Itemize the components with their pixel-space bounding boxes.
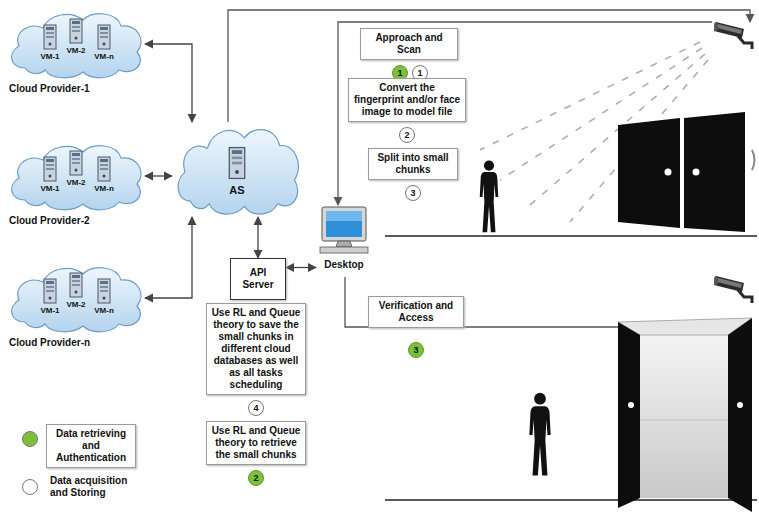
virtual-machine: VM-n xyxy=(91,278,117,322)
step-number-text: 3 xyxy=(410,188,415,198)
label: Convert the fingerprint and/or face imag… xyxy=(353,82,461,118)
label: Verification and Access xyxy=(373,300,459,324)
signal-lines xyxy=(228,10,750,346)
cloud-provider: Cloud Provider-1VM-1VM-2VM-n xyxy=(5,8,145,80)
connector-arrow xyxy=(257,217,258,258)
label: Use RL and Queue theory to save the smal… xyxy=(211,307,301,391)
provider-name: Cloud Provider-1 xyxy=(9,83,90,94)
step-box: Verification and Access xyxy=(368,296,464,328)
vm-name: VM-n xyxy=(91,306,117,315)
provider-name: Cloud Provider-2 xyxy=(9,215,90,226)
label: Split into small chunks xyxy=(373,152,453,176)
label: Use RL and Queue theory to retrieve the … xyxy=(211,425,301,461)
computer-icon xyxy=(316,205,372,255)
step-number-text: 1 xyxy=(417,68,422,78)
closed-door xyxy=(618,112,755,232)
legend-text: Data retrieving and Authentication xyxy=(46,424,136,468)
vm-name: VM-2 xyxy=(63,300,89,309)
vm-name: VM-n xyxy=(91,184,117,193)
connector-arrow xyxy=(145,175,172,176)
virtual-machine: VM-2 xyxy=(63,150,89,194)
step-number: 2 xyxy=(248,470,264,486)
server-icon xyxy=(43,278,57,304)
server-icon xyxy=(43,156,57,182)
step-box: Split into small chunks xyxy=(368,148,458,180)
step-number-text: 3 xyxy=(413,345,418,355)
step-number-text: 2 xyxy=(253,473,258,483)
vm-name: VM-2 xyxy=(63,46,89,55)
person xyxy=(480,160,551,475)
virtual-machine: VM-n xyxy=(91,24,117,68)
server-icon xyxy=(69,150,83,176)
open-door xyxy=(618,318,752,512)
virtual-machine: VM-2 xyxy=(63,18,89,62)
floor-lines xyxy=(385,236,757,500)
step-number: 3 xyxy=(408,342,424,358)
provider-name: Cloud Provider-n xyxy=(9,337,90,348)
label: API Server xyxy=(235,267,281,291)
label: Approach and Scan xyxy=(365,32,453,56)
connector-arrow xyxy=(145,217,192,298)
computer-name: Desktop xyxy=(316,259,372,270)
server-icon xyxy=(97,156,111,182)
cloud-provider: Cloud Provider-nVM-1VM-2VM-n xyxy=(5,262,145,334)
step-number-text: 2 xyxy=(404,130,409,140)
step-number: 4 xyxy=(248,400,264,416)
server-icon xyxy=(69,272,83,298)
cloud-provider: Cloud Provider-2VM-1VM-2VM-n xyxy=(5,140,145,212)
step-box: Use RL and Queue theory to save the smal… xyxy=(206,303,306,395)
step-box: Convert the fingerprint and/or face imag… xyxy=(348,78,466,122)
legend-swatch xyxy=(22,479,38,495)
vm-name: VM-2 xyxy=(63,178,89,187)
camera xyxy=(714,22,752,303)
virtual-machine: VM-n xyxy=(91,156,117,200)
server-icon xyxy=(97,24,111,50)
legend-text: Data acquisition and Storing xyxy=(46,472,136,502)
step-number-text: 4 xyxy=(253,403,258,413)
step-box: Use RL and Queue theory to retrieve the … xyxy=(206,421,306,465)
vm-name: VM-1 xyxy=(37,52,63,61)
vm-name: VM-1 xyxy=(37,306,63,315)
api-server-box: API Server xyxy=(230,258,286,300)
virtual-machine: VM-1 xyxy=(37,278,63,322)
vm-name: VM-1 xyxy=(37,184,63,193)
server-name: AS xyxy=(172,184,302,196)
server-icon xyxy=(43,24,57,50)
virtual-machine: VM-1 xyxy=(37,156,63,200)
vm-name: VM-n xyxy=(91,52,117,61)
virtual-machine: VM-2 xyxy=(63,272,89,316)
auth-server-cloud: AS xyxy=(172,122,302,217)
desktop-computer: Desktop xyxy=(316,205,372,277)
virtual-machine: VM-1 xyxy=(37,24,63,68)
step-number: 3 xyxy=(405,185,421,201)
legend-swatch xyxy=(22,431,38,447)
server-icon xyxy=(97,278,111,304)
connector-arrow xyxy=(145,44,192,122)
connector-arrow xyxy=(286,267,316,268)
server-icon xyxy=(228,146,246,180)
step-number: 2 xyxy=(399,127,415,143)
step-box: Approach and Scan xyxy=(360,28,458,60)
server-icon xyxy=(69,18,83,44)
step-number-text: 1 xyxy=(397,68,402,78)
